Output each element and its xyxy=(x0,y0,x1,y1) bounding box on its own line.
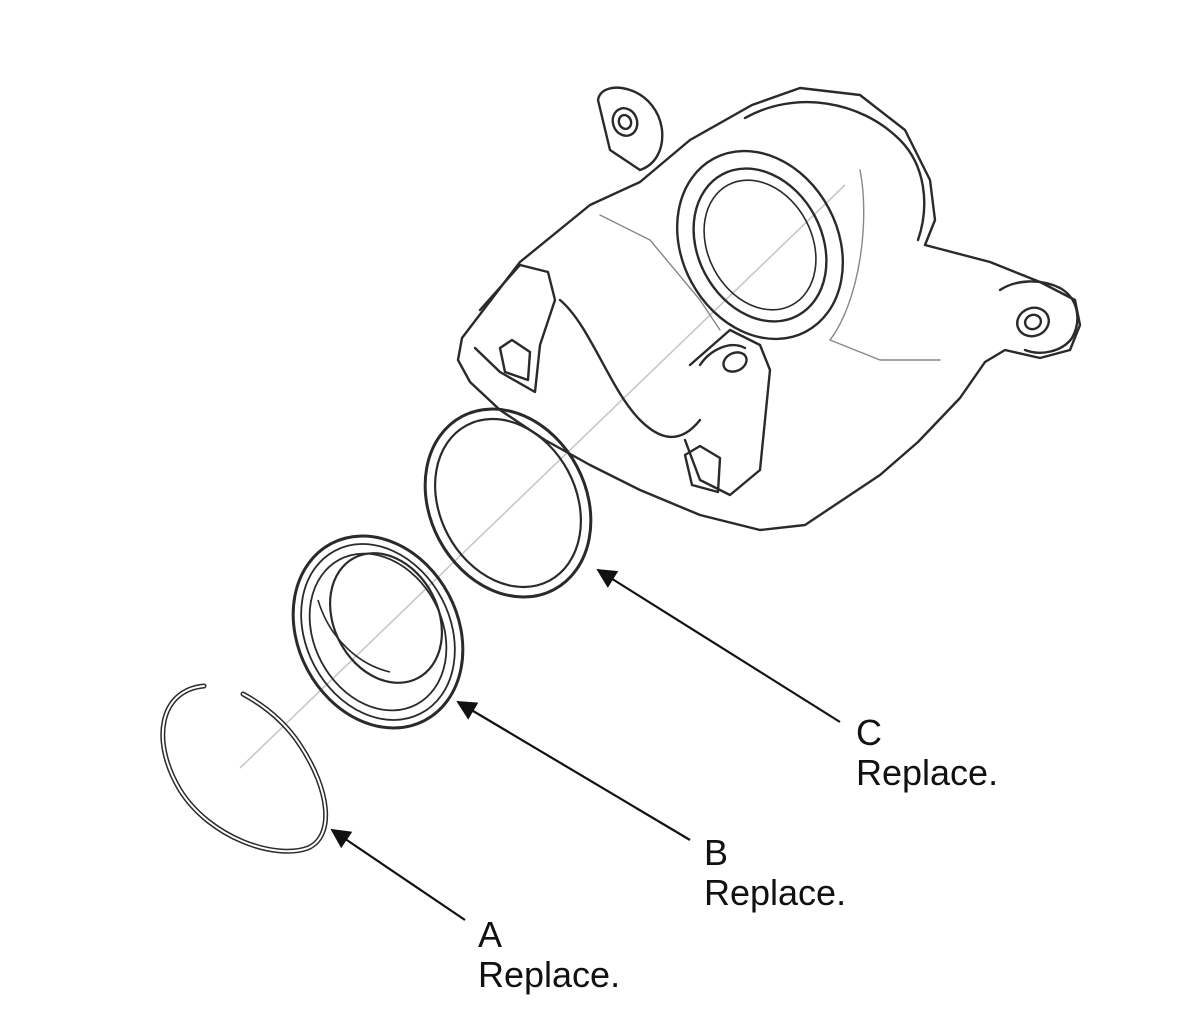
callout-c: C Replace. xyxy=(856,713,998,793)
callout-a-note: Replace. xyxy=(478,954,621,995)
leader-line-c xyxy=(596,568,841,723)
callout-c-letter: C xyxy=(856,712,882,753)
center-axis-line xyxy=(239,184,846,769)
callout-a-letter: A xyxy=(478,914,503,955)
caliper-body xyxy=(456,86,1082,532)
piston-seal-c xyxy=(423,407,593,599)
callout-b: B Replace. xyxy=(704,833,846,913)
leader-line-b xyxy=(456,700,691,841)
snap-ring-a xyxy=(160,683,329,854)
callout-b-note: Replace. xyxy=(704,872,847,913)
callout-a: A Replace. xyxy=(478,915,620,995)
dust-boot-b xyxy=(291,534,465,730)
callout-b-letter: B xyxy=(704,832,729,873)
leader-line-a xyxy=(330,828,466,921)
callout-c-note: Replace. xyxy=(856,752,999,793)
